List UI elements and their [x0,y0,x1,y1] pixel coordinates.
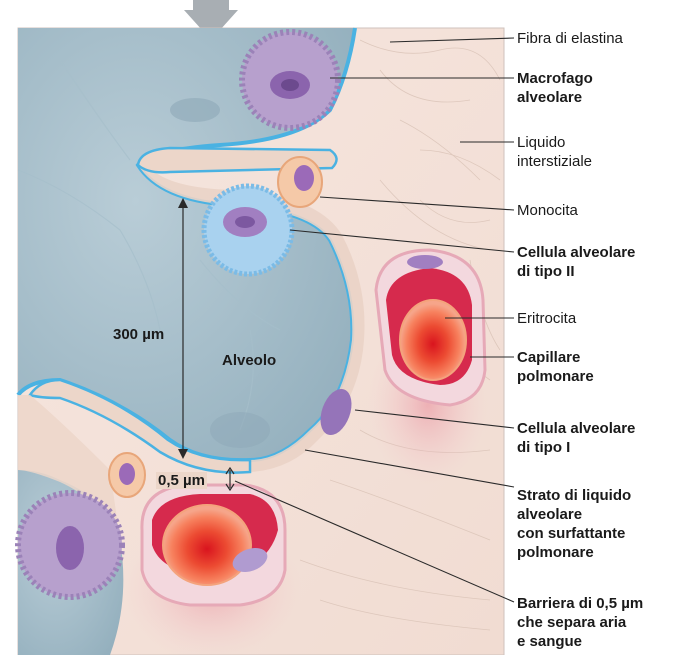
label-300um: 300 µm [113,326,164,343]
label-fibra-elastina: Fibra di elastina [517,29,623,48]
label-05um: 0,5 µm [156,472,207,489]
macrophage-bottom [18,493,122,597]
monocyte [278,157,322,207]
macrophage-top [242,32,338,128]
type-ii-cell [204,186,292,274]
label-monocita: Monocita [517,201,578,220]
label-eritrocita: Eritrocita [517,309,576,328]
label-alveolo: Alveolo [222,352,276,369]
monocyte-lower [109,453,145,497]
capillary-bottom [142,485,285,605]
capillary-right [376,250,485,405]
